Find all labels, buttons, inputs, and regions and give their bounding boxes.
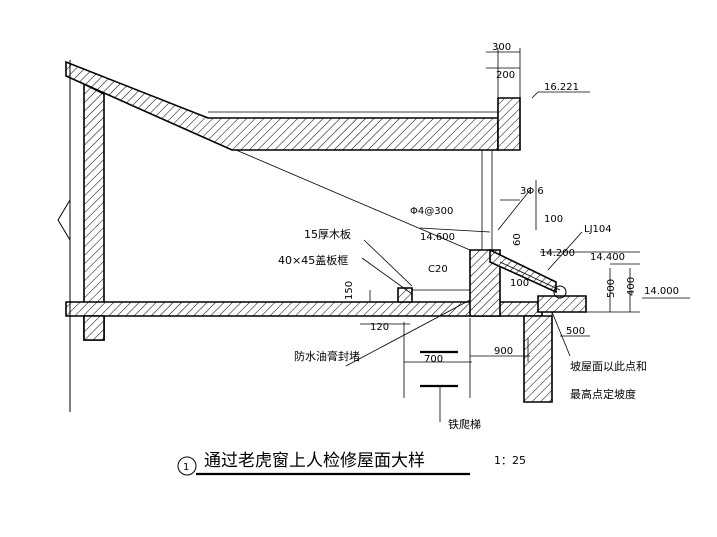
dim-900: 900 bbox=[494, 346, 513, 357]
elevation-14600: 14.600 bbox=[420, 232, 455, 243]
label-sealing: 防水油膏封堵 bbox=[294, 349, 360, 363]
dim-500-horizontal: 500 bbox=[566, 326, 585, 337]
label-rebar-main: 3Φ 6 bbox=[520, 186, 544, 197]
elevation-top: 16.221 bbox=[544, 82, 579, 93]
dormer-sloped-flashing bbox=[489, 248, 557, 294]
sloped-roof-slab bbox=[65, 60, 499, 151]
roof-parapet bbox=[497, 97, 521, 151]
dim-100-inner: 100 bbox=[510, 278, 529, 289]
dim-60: 60 bbox=[512, 233, 523, 246]
label-wood-board: 15厚木板 bbox=[304, 227, 351, 241]
label-cover-frame: 40×45盖板框 bbox=[278, 253, 348, 267]
label-rebar-stirrup: Φ4@300 bbox=[410, 206, 453, 217]
left-support bbox=[83, 315, 105, 341]
dim-400-vertical: 400 bbox=[626, 277, 637, 296]
drain-outlet bbox=[553, 285, 567, 299]
dim-150: 150 bbox=[344, 281, 355, 300]
cover-frame-block bbox=[397, 287, 413, 303]
label-concrete: C20 bbox=[428, 264, 448, 275]
label-drain: LJ104 bbox=[584, 224, 612, 235]
detail-number: 1 bbox=[183, 462, 189, 473]
drawing-title: 通过老虎窗上人检修屋面大样 bbox=[204, 451, 425, 471]
dim-500-vertical: 500 bbox=[606, 279, 617, 298]
dim-200: 200 bbox=[496, 70, 515, 81]
dim-120: 120 bbox=[370, 322, 389, 333]
detail-number-circle bbox=[177, 456, 197, 476]
dim-300: 300 bbox=[492, 42, 511, 53]
label-slope-note-2: 最高点定坡度 bbox=[570, 387, 636, 401]
elevation-14000: 14.000 bbox=[644, 286, 679, 297]
dim-700: 700 bbox=[424, 354, 443, 365]
drawing-scale: 1：25 bbox=[494, 454, 526, 467]
elevation-14200: 14.200 bbox=[540, 248, 575, 259]
label-ladder: 铁爬梯 bbox=[448, 418, 481, 431]
label-slope-note-1: 坡屋面以此点和 bbox=[570, 360, 647, 373]
right-edge-beam bbox=[537, 295, 587, 313]
dim-100-top: 100 bbox=[544, 214, 563, 225]
elevation-14400: 14.400 bbox=[590, 252, 625, 263]
